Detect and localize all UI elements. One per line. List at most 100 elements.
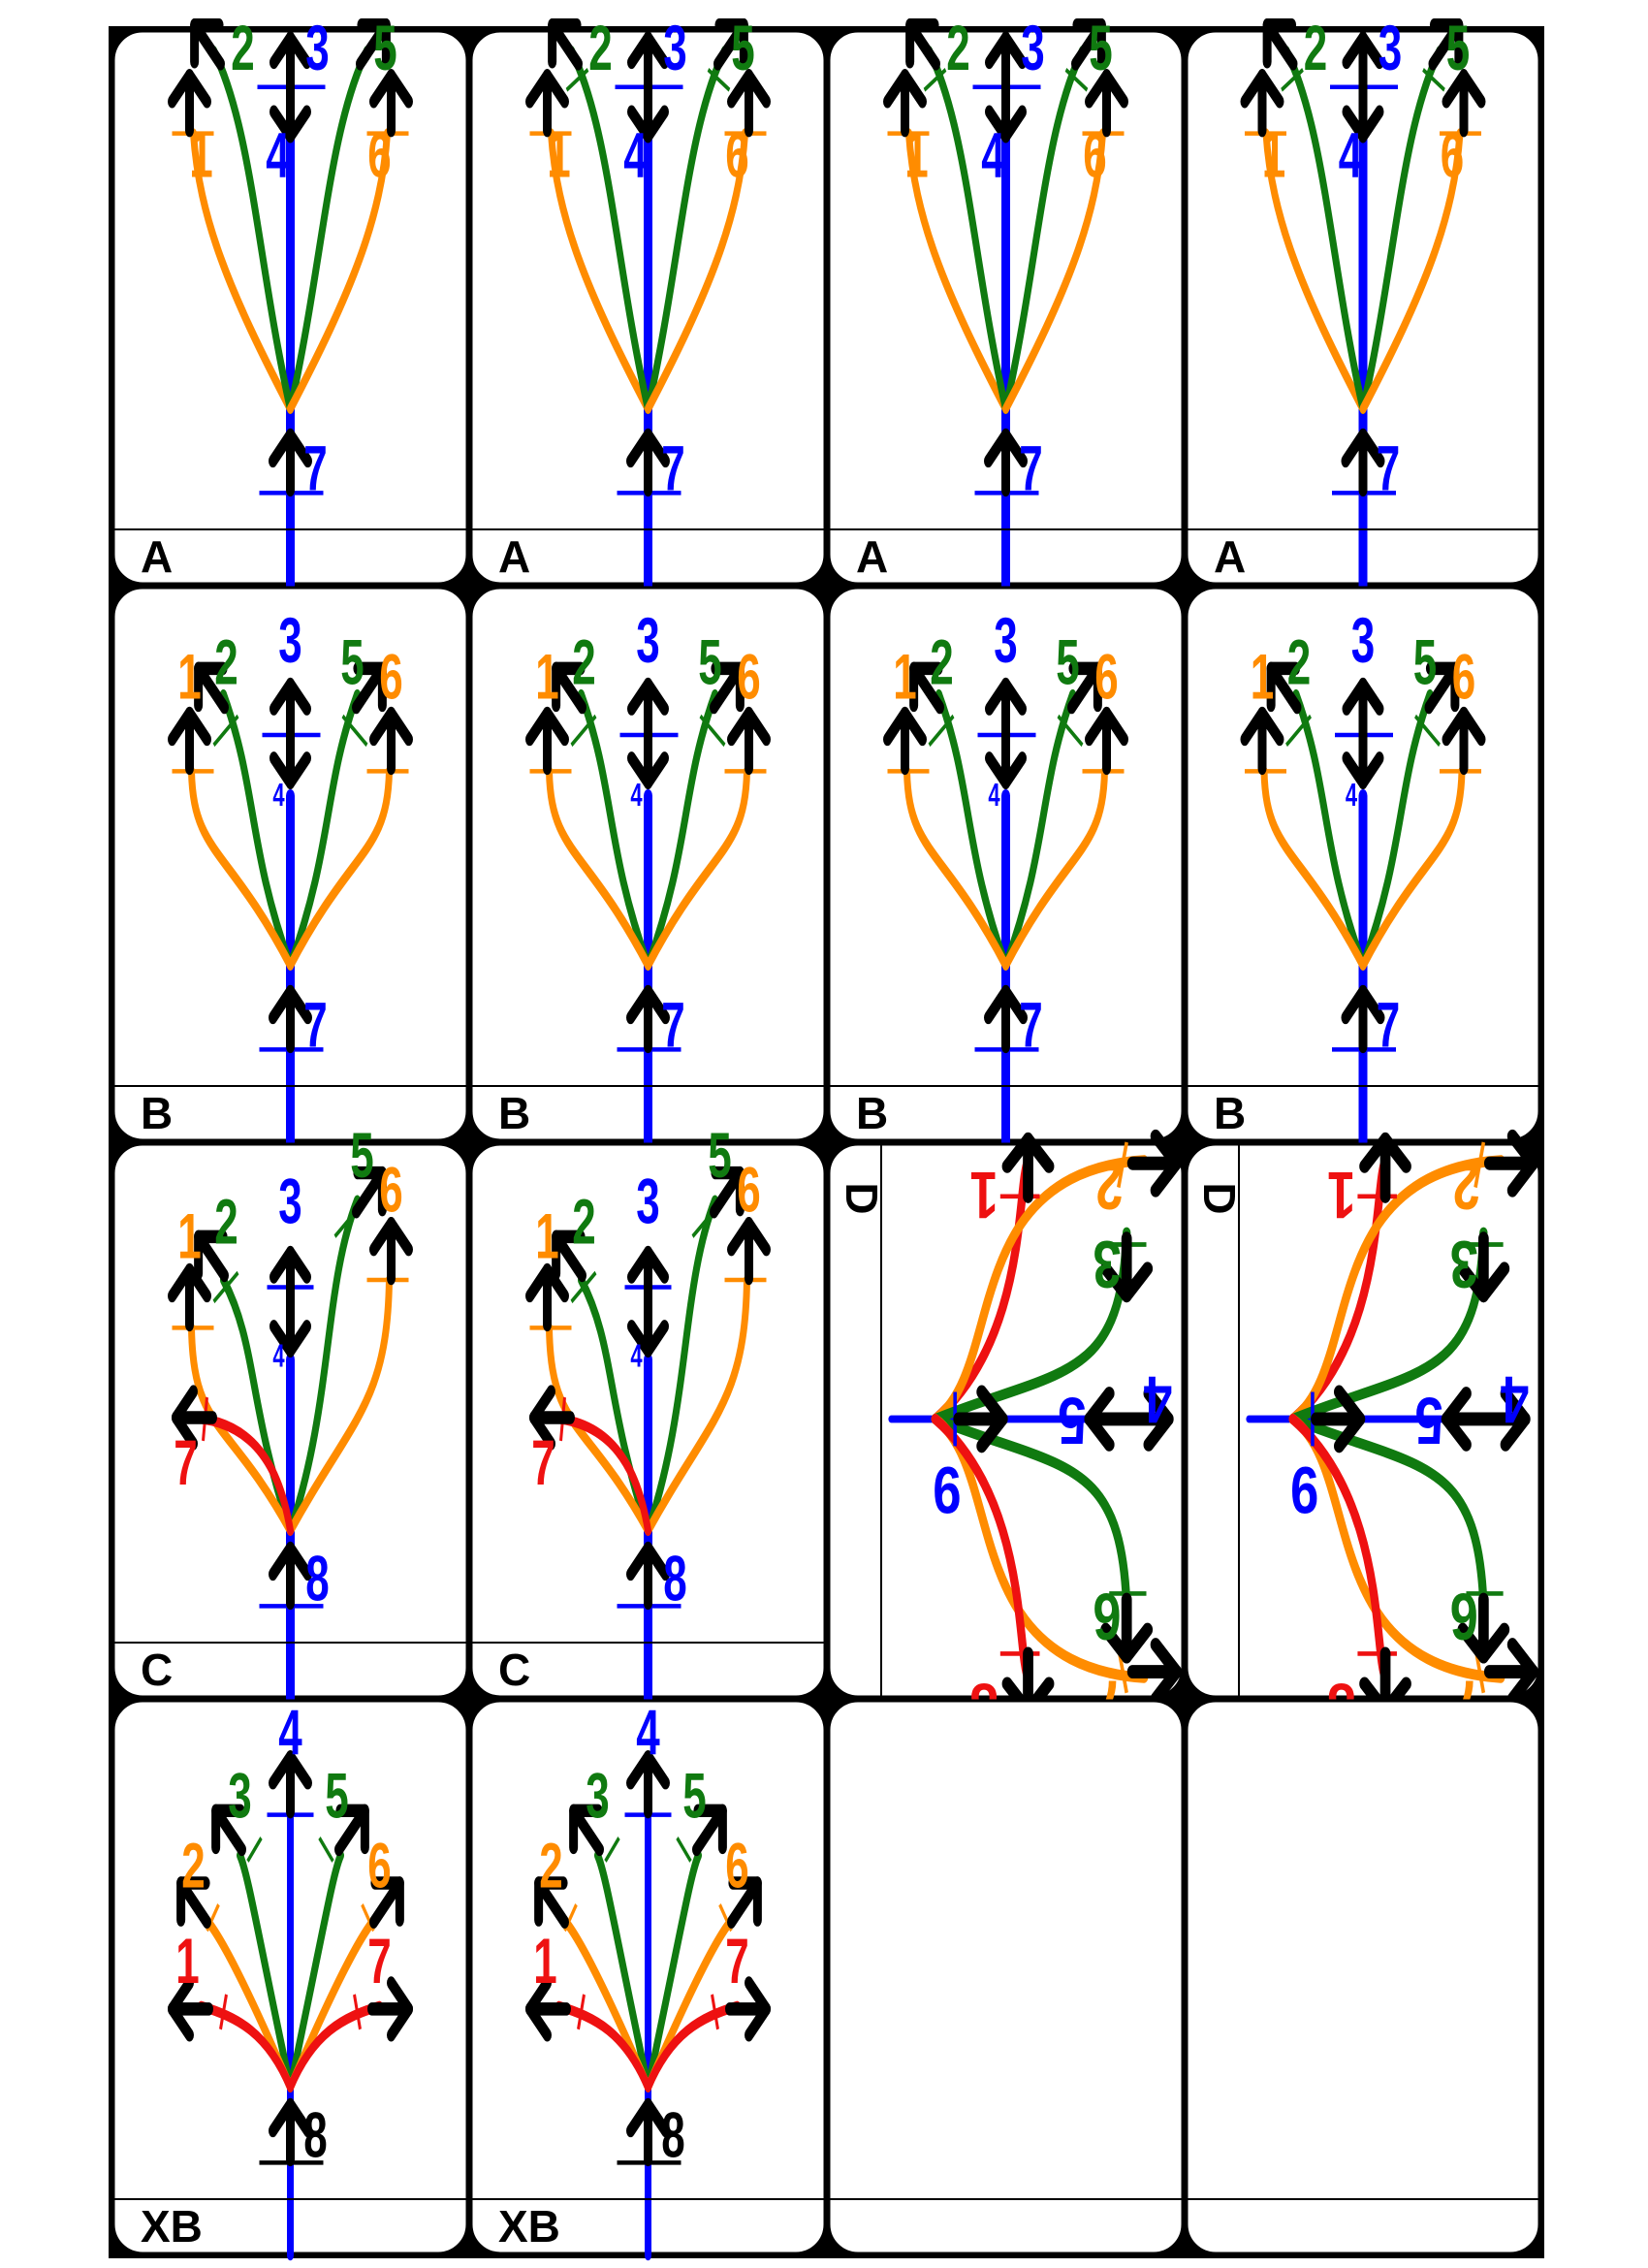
tick-7	[353, 1994, 362, 2030]
exit-3-number: 3	[636, 1166, 659, 1237]
track-1	[905, 128, 1009, 414]
exit-2-number: 2	[572, 1186, 595, 1258]
exit-3-number: 3	[1093, 1228, 1121, 1301]
exit-4-arrow-up-icon	[269, 1750, 312, 1819]
exit-7-arrow-right-icon	[725, 1976, 771, 2042]
exit-5-number: 5	[708, 1119, 731, 1191]
exit-7-number: 7	[1377, 431, 1400, 503]
exit-6-arrow-down-icon	[1457, 1592, 1510, 1664]
exit-7-arrow-up-icon	[626, 984, 670, 1054]
exit-7-number: 7	[661, 431, 684, 503]
exit-4-number: 4	[1144, 1362, 1172, 1436]
track-6	[645, 1274, 750, 1536]
exit-1-arrow-up-icon	[1001, 1132, 1055, 1203]
tick-5	[341, 714, 368, 748]
tick-2	[1285, 714, 1312, 748]
track-2	[210, 46, 294, 414]
exit-3-number: 3	[1351, 604, 1375, 676]
exit-3-4-double-arrow-icon	[627, 1245, 669, 1358]
exit-6-number: 6	[379, 641, 402, 713]
track-6	[287, 1274, 393, 1536]
exit-1-arrow-up-icon	[168, 706, 211, 776]
exit-7-arrow-up-icon	[1341, 428, 1385, 497]
card-frame	[827, 1699, 1185, 2255]
exit-8-number: 8	[663, 1542, 686, 1613]
exit-2-number: 2	[588, 12, 612, 83]
track-2	[1283, 46, 1367, 414]
exit-7-number: 7	[725, 1925, 748, 1996]
exit-7-arrow-up-icon	[984, 984, 1028, 1054]
track-5	[645, 46, 728, 414]
tick-3	[246, 1837, 263, 1863]
exit-2-number: 2	[539, 1829, 562, 1901]
tick-2	[1474, 1141, 1486, 1189]
track-6	[645, 128, 748, 414]
exit-3-arrow-up-left-icon	[569, 1804, 604, 1857]
tick-5	[676, 1837, 692, 1863]
card-drawing: 123456789	[888, 1129, 1182, 1743]
exit-5-number: 5	[698, 626, 721, 698]
exit-3-number: 3	[586, 1760, 609, 1832]
track-1	[1260, 766, 1367, 971]
exit-5-number: 5	[1415, 1384, 1443, 1457]
exit-3-4-double-arrow-icon	[269, 1245, 311, 1358]
exit-3-arrow-down-icon	[1457, 1231, 1510, 1303]
exit-2-number: 2	[1304, 12, 1327, 83]
tick-5	[1064, 67, 1089, 92]
exit-1-arrow-up-icon	[168, 69, 211, 138]
exit-2-arrow-up-left-icon	[194, 1230, 229, 1283]
exit-4-number: 4	[1501, 1362, 1529, 1436]
card-label: C	[498, 1645, 530, 1695]
exit-1-number: 1	[1262, 119, 1285, 191]
card-label: A	[141, 531, 173, 582]
exit-6-number: 6	[1094, 641, 1118, 713]
exit-9-number: 9	[933, 1453, 961, 1527]
track-6	[287, 766, 393, 971]
exit-1-number: 1	[533, 1925, 556, 1996]
exit-1-arrow-left-icon	[168, 1976, 213, 2042]
exit-2-number: 2	[1287, 626, 1311, 698]
exit-5-number: 5	[340, 626, 364, 698]
exit-4-double-arrow-icon	[1084, 1387, 1174, 1452]
exit-6-arrow-up-icon	[369, 1216, 413, 1286]
track-6	[1002, 128, 1106, 414]
exit-4-number: 4	[278, 1696, 301, 1768]
exit-8-number: 8	[303, 2098, 327, 2170]
exit-1-arrow-up-icon	[168, 1262, 211, 1332]
exit-3-number: 3	[1021, 12, 1044, 83]
exit-4-number: 4	[623, 119, 647, 191]
exit-8-arrow-up-icon	[269, 1541, 312, 1611]
tick-2	[570, 1270, 597, 1304]
exit-5-number: 5	[350, 1119, 373, 1191]
tick-2	[928, 714, 955, 748]
tick-2	[212, 1270, 239, 1304]
tick-2	[1281, 67, 1304, 92]
tick-3	[604, 1837, 620, 1863]
exit-1-arrow-up-icon	[525, 706, 569, 776]
exit-3-4-double-arrow-icon	[1342, 31, 1384, 144]
exit-7-number: 7	[531, 1426, 555, 1498]
track-6	[645, 766, 750, 971]
tick-7	[711, 1994, 719, 2030]
exit-2-arrow-up-left-icon	[909, 661, 944, 715]
exit-3-4-double-arrow-icon	[627, 677, 669, 790]
exit-5-arrow-up-right-icon	[356, 17, 391, 71]
track-1	[1262, 128, 1367, 414]
track-6	[287, 128, 391, 414]
exit-5-arrow-up-right-icon	[352, 1166, 387, 1219]
exit-8-number: 8	[661, 2098, 684, 2170]
exit-3-number: 3	[994, 604, 1017, 676]
exit-1-arrow-left-icon	[525, 1976, 571, 2042]
exit-6-number: 6	[1452, 641, 1475, 713]
exit-1-number: 1	[893, 641, 916, 713]
tick-2	[570, 714, 597, 748]
exit-1-number: 1	[969, 1158, 998, 1231]
exit-6-number: 6	[379, 1154, 402, 1226]
